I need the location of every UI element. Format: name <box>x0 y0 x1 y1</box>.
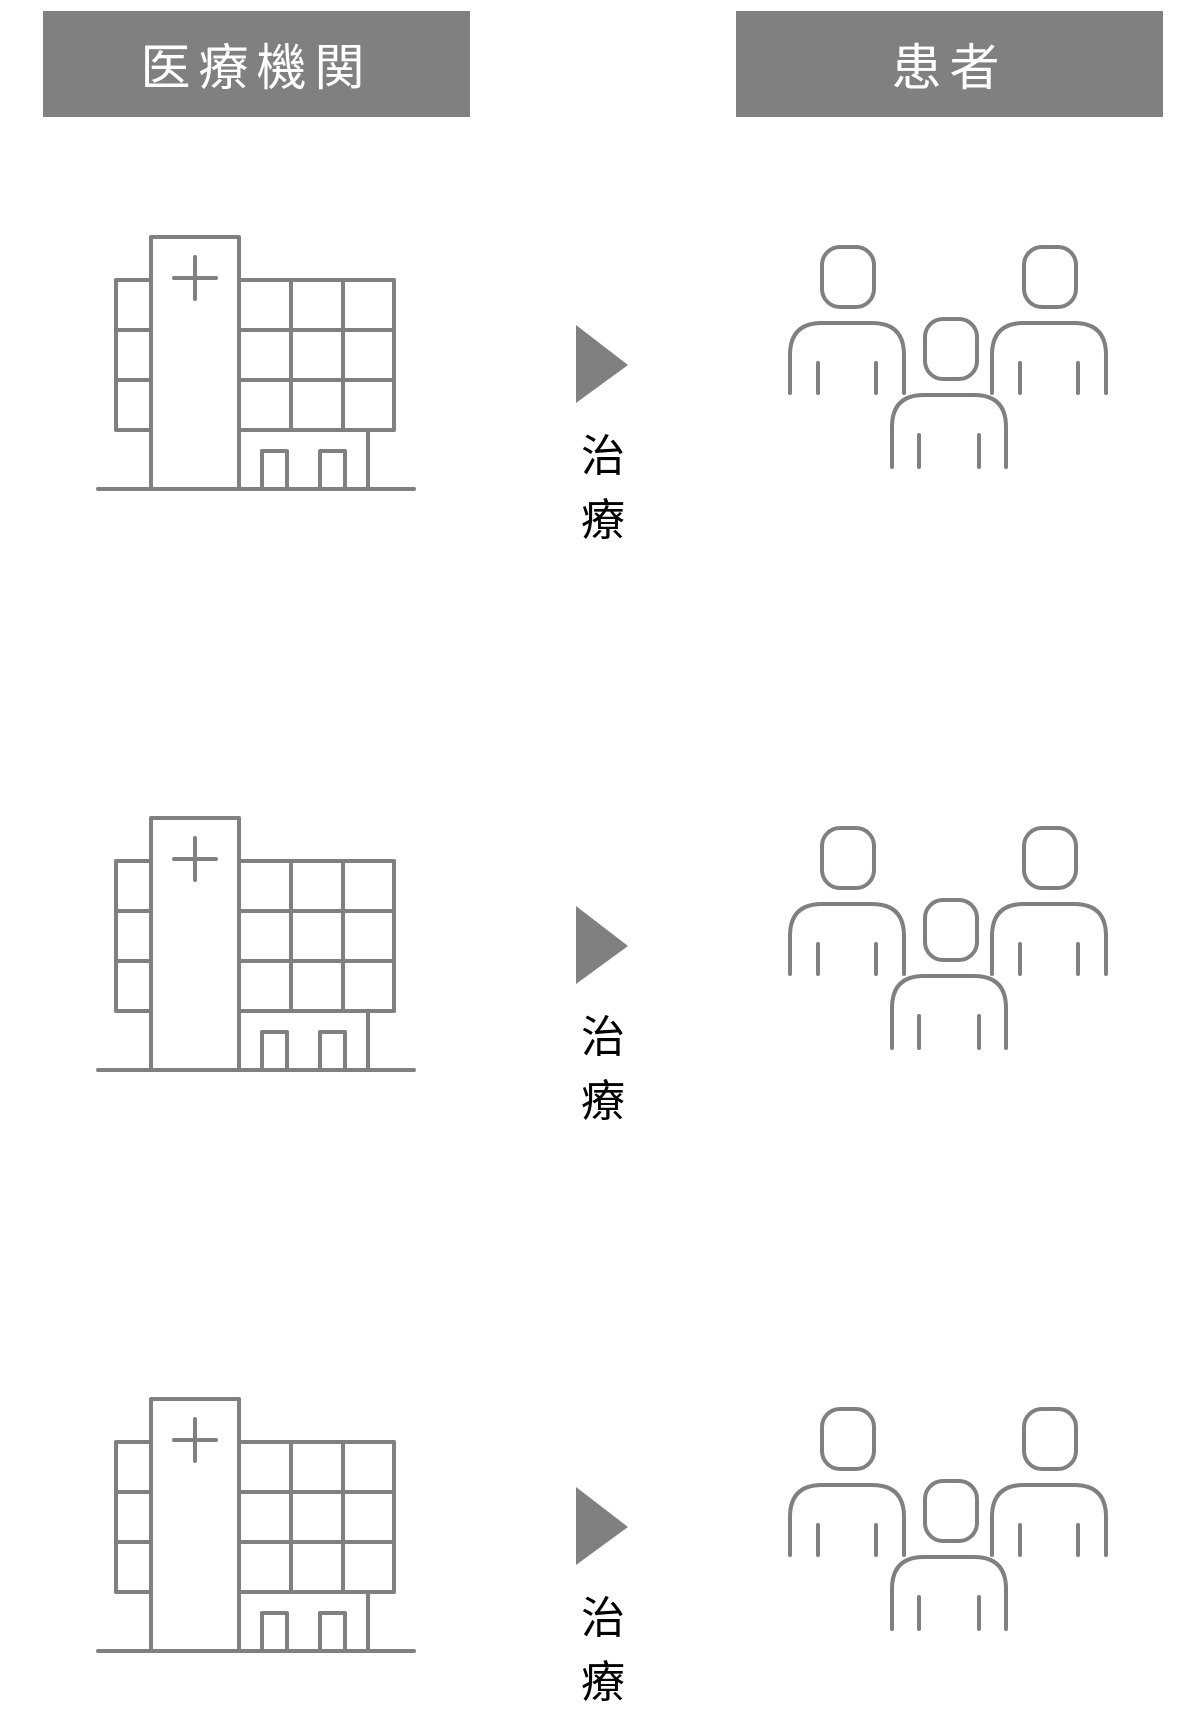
flow-row-1: 治 療 <box>0 235 1179 546</box>
header-patient: 患者 <box>736 11 1163 117</box>
patients-group-icon <box>788 1407 1118 1647</box>
hospital-building-icon <box>96 235 416 495</box>
hospital-building-icon <box>96 816 416 1076</box>
flow-row-3: 治 療 <box>0 1397 1179 1708</box>
play-arrow-icon <box>576 1487 630 1567</box>
play-arrow-icon <box>576 906 630 986</box>
header-right-label: 患者 <box>891 39 1008 97</box>
treatment-label: 治 療 <box>581 1593 639 1708</box>
header-medical-institution: 医療機関 <box>43 11 470 117</box>
header-left-label: 医療機関 <box>140 39 373 97</box>
treatment-label: 治 療 <box>581 1012 639 1127</box>
treatment-label: 治 療 <box>581 431 639 546</box>
play-arrow-icon <box>576 325 630 405</box>
patients-group-icon <box>788 245 1118 485</box>
flow-row-2: 治 療 <box>0 816 1179 1127</box>
hospital-building-icon <box>96 1397 416 1657</box>
patients-group-icon <box>788 826 1118 1066</box>
